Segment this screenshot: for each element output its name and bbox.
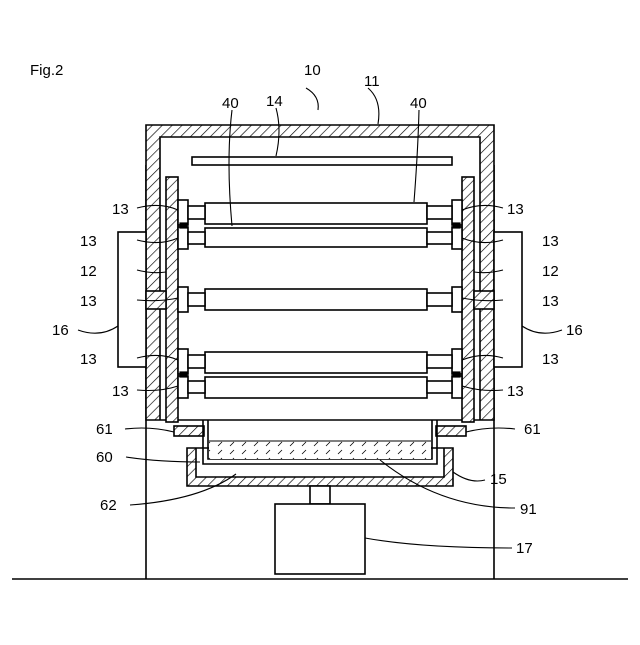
label-11: 11 [364,73,380,90]
label-13-right-1: 13 [507,201,524,218]
label-61-left: 61 [96,421,113,438]
label-16-right: 16 [566,322,583,339]
figure-title: Fig.2 [30,62,63,79]
label-13-left-3: 13 [80,293,97,310]
label-13-left-1: 13 [112,201,129,218]
label-91: 91 [520,501,537,518]
label-14: 14 [266,93,283,110]
label-12-right: 12 [542,263,559,280]
roller [205,289,427,310]
seal-block-right-61 [436,426,466,436]
motor-left-16 [118,232,146,367]
liquid-91 [209,441,431,459]
label-16-left: 16 [52,322,69,339]
label-12-left: 12 [80,263,97,280]
label-62: 62 [100,497,117,514]
bearings-right-13 [427,200,462,398]
support-column [310,486,330,504]
label-13-right-5: 13 [507,383,524,400]
label-61-right: 61 [524,421,541,438]
seal-block-left-61 [174,426,204,436]
roller [205,352,427,373]
label-13-right-2: 13 [542,233,559,250]
rollers-40 [205,203,427,398]
motor-right-16 [494,232,522,367]
heater-plate-14 [192,157,452,165]
label-40-right: 40 [410,95,427,112]
label-13-left-4: 13 [80,351,97,368]
label-13-left-2: 13 [80,233,97,250]
label-17: 17 [516,540,533,557]
label-60: 60 [96,449,113,466]
label-13-right-4: 13 [542,351,559,368]
label-10: 10 [304,62,321,79]
chamber-wall-11 [146,125,494,420]
bearings-left-13 [178,200,205,398]
label-13-right-3: 13 [542,293,559,310]
label-40-left: 40 [222,95,239,112]
base-unit-17 [275,504,365,574]
roller [205,228,427,247]
label-15: 15 [490,471,507,488]
roller [205,377,427,398]
label-13-left-5: 13 [112,383,129,400]
roller [205,203,427,224]
